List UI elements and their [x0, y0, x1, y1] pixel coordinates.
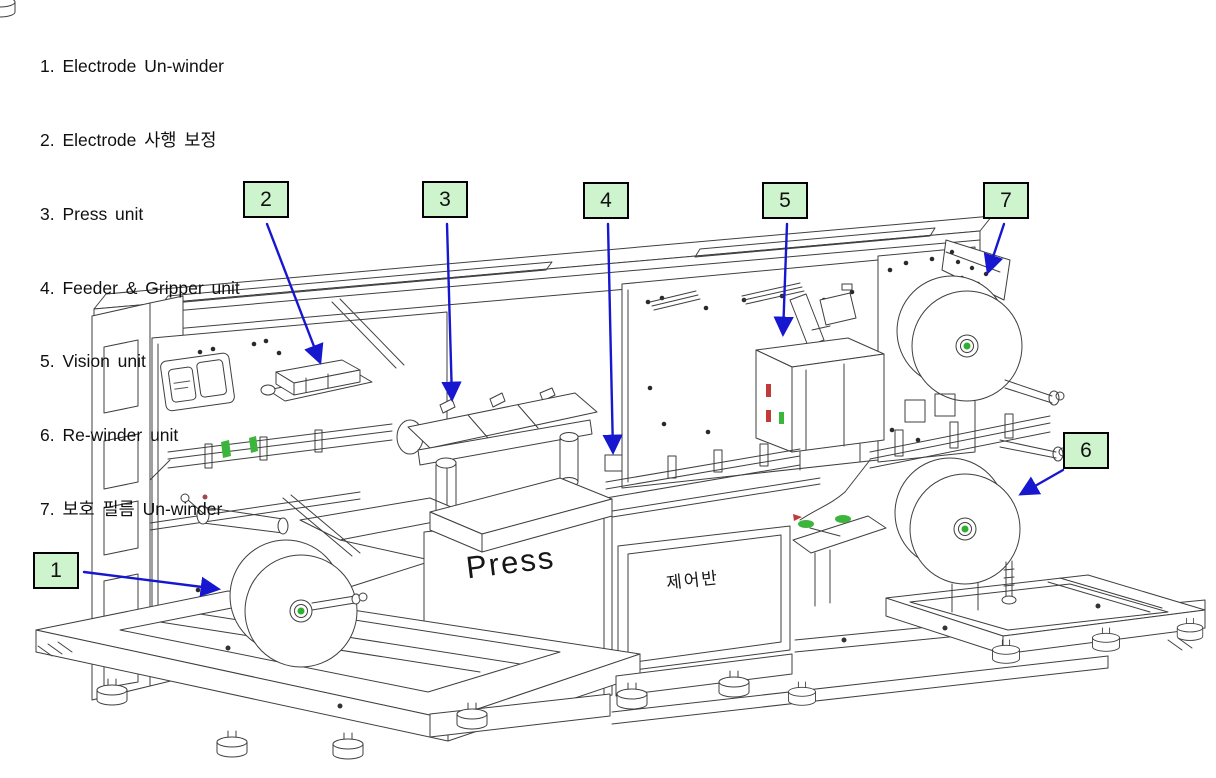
green-tab [249, 436, 258, 453]
callout-label-7: 7 [1000, 188, 1012, 212]
legend-item-2: 2. Electrode 사행 보정 [40, 129, 217, 150]
hub-center [297, 607, 305, 615]
callout-arrow-2 [265, 222, 324, 365]
callout-arrow-1 [82, 570, 222, 597]
leveling-feet [0, 0, 1204, 760]
vision-accent-red [766, 384, 771, 397]
panel-hatch-brackets [649, 282, 853, 311]
green-tab [221, 440, 231, 458]
hub-center [963, 342, 971, 350]
callout-box-1: 1 [33, 552, 79, 589]
callout-box-3: 3 [422, 181, 468, 218]
skew-correction-unit [260, 359, 373, 402]
film-unwinder-roll [896, 275, 1065, 406]
callout-box-6: 6 [1063, 432, 1109, 469]
callout-arrow-6 [1018, 468, 1065, 496]
callout-label-1: 1 [50, 558, 62, 582]
base-right [611, 574, 1206, 725]
callout-label-4: 4 [600, 188, 612, 212]
callout-label-2: 2 [260, 187, 272, 211]
legend-item-4: 4. Feeder & Gripper unit [40, 277, 240, 298]
guide-roller-assembly-upper [149, 423, 393, 481]
callout-box-5: 5 [762, 182, 808, 219]
hub-center [961, 525, 969, 533]
tension-bracket [792, 514, 887, 607]
callout-arrows [82, 222, 1065, 597]
legend: 1. Electrode Un-winder 2. Electrode 사행 보… [40, 5, 240, 571]
base-bolts [225, 603, 1101, 709]
callout-arrow-4 [602, 222, 623, 456]
controller-box [160, 352, 235, 412]
green-pad [835, 515, 851, 523]
control-cabinet [617, 525, 791, 679]
callout-arrow-5 [773, 222, 794, 338]
legend-item-1: 1. Electrode Un-winder [40, 56, 224, 77]
vision-accent-red [766, 410, 771, 422]
callout-label-3: 3 [439, 187, 451, 211]
legend-item-5: 5. Vision unit [40, 351, 146, 372]
green-pad [798, 520, 814, 528]
callout-label-5: 5 [779, 188, 791, 212]
electrode-unwinder-roll [229, 539, 368, 668]
vision-accent-green [779, 412, 784, 424]
callout-arrow-3 [441, 222, 462, 403]
legend-item-3: 3. Press unit [40, 203, 144, 224]
callout-label-6: 6 [1080, 438, 1092, 462]
legend-item-7: 7. 보호 필름 Un-winder [40, 498, 223, 519]
camera-bracket [789, 292, 857, 347]
press-head [396, 387, 613, 553]
guide-roller-assembly-lower [149, 491, 471, 561]
callout-box-7: 7 [983, 182, 1029, 219]
red-mark [793, 514, 802, 521]
callout-box-2: 2 [243, 181, 289, 218]
callout-box-4: 4 [583, 182, 629, 219]
rewinder-roll [894, 457, 1021, 613]
legend-item-6: 6. Re-winder unit [40, 425, 179, 446]
vision-unit [755, 337, 885, 471]
top-rail [93, 215, 993, 337]
callout-arrow-7 [983, 222, 1006, 275]
feeder-gripper-rail [604, 443, 821, 519]
